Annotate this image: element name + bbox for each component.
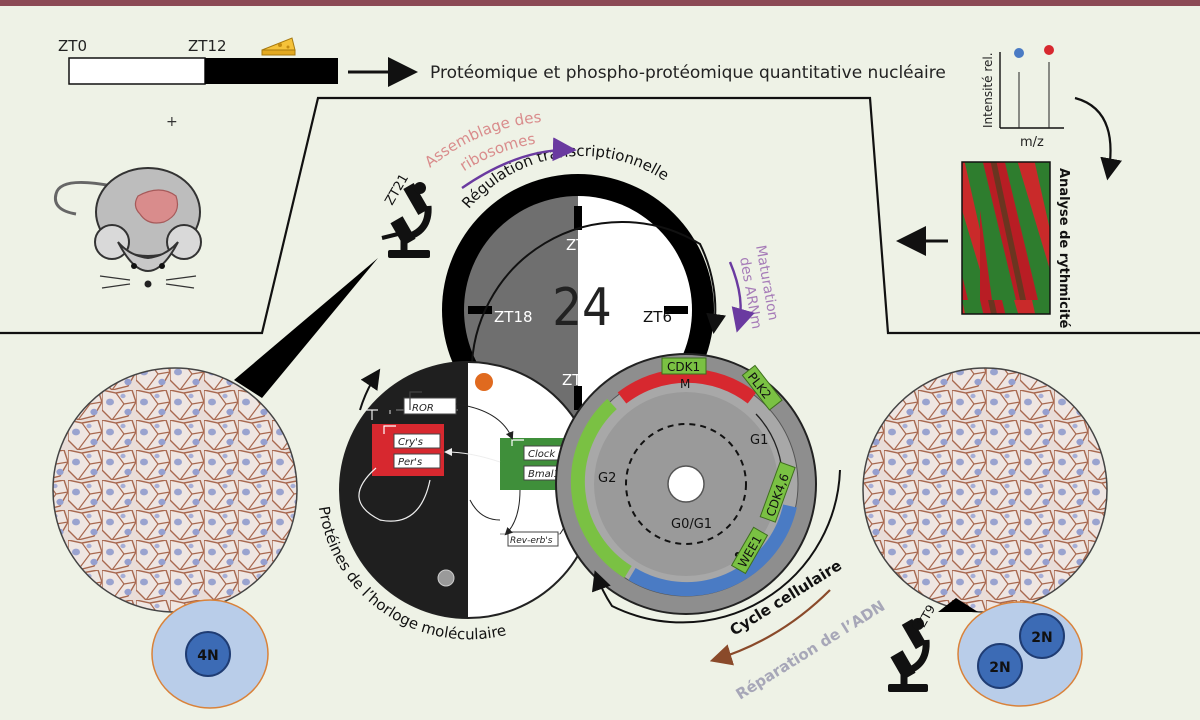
gene-reverbs: Rev-erb's bbox=[510, 536, 553, 546]
clock-to-per-arrow bbox=[444, 448, 501, 463]
rhythmicity-heatmap bbox=[961, 161, 1051, 315]
liver-icon bbox=[134, 189, 179, 224]
right-tissue-image bbox=[862, 367, 1108, 613]
blue-peak-dot bbox=[1014, 48, 1024, 58]
gene-reverb-box bbox=[507, 531, 559, 547]
dna-repair-arrow bbox=[709, 589, 831, 666]
timeline-caption: Protéomique et phospho-protéomique quant… bbox=[430, 63, 946, 83]
gene-crys: Cry's bbox=[398, 437, 423, 448]
gene-clock: Clock bbox=[528, 449, 556, 460]
left-microscope-icon: ZT21 bbox=[381, 172, 432, 258]
red-peak-dot bbox=[1044, 45, 1054, 55]
molecular-clock: ROR Cry's Per's Clock Bmal1 Rev-erb's bbox=[339, 361, 597, 619]
g0-dashed-cycle bbox=[625, 423, 747, 545]
top-band bbox=[0, 0, 1200, 6]
left-microscope-cone bbox=[234, 258, 378, 398]
phase-s-arc bbox=[628, 504, 797, 597]
right-microscope-label: ZT9 bbox=[914, 602, 938, 629]
reverb-repression bbox=[469, 499, 501, 521]
kinase-plk2-box bbox=[741, 364, 783, 411]
cell-cycle: M G1 G2 S G0/G1 CDK1 PLK2 CDK4,6 WEE1 bbox=[555, 353, 817, 615]
clock-zt12: ZT12 bbox=[562, 371, 601, 389]
timeline-dark-phase bbox=[205, 58, 338, 84]
timeline-light-phase bbox=[68, 57, 206, 85]
phase-g0g1: G0/G1 bbox=[671, 517, 712, 532]
gene-ror-box bbox=[403, 397, 457, 415]
phase-m-arc bbox=[617, 368, 757, 404]
clock-zt18: ZT18 bbox=[494, 308, 533, 326]
clock-center-24: 24 bbox=[552, 278, 612, 338]
right-microscope-icon: ZT9 bbox=[888, 602, 938, 692]
trapezoid-frame bbox=[0, 96, 1200, 335]
timeline-mid-label: ZT12 bbox=[188, 37, 227, 55]
clock-outer-arrow bbox=[470, 220, 727, 381]
clock-zt0: ZT0 bbox=[566, 236, 595, 254]
kinase-wee1-box bbox=[730, 526, 769, 575]
ms-plot: Intensité rel. m/z bbox=[981, 45, 1122, 181]
gene-bmal1: Bmal1 bbox=[528, 469, 560, 480]
ms-to-heatmap-arrow bbox=[1074, 96, 1122, 181]
kinase-cdk1-box bbox=[661, 357, 707, 375]
nucleus-2n-b: 2N bbox=[989, 660, 1010, 676]
moon-icon bbox=[437, 569, 455, 587]
heatmap: Analyse de rythmicité bbox=[896, 161, 1071, 328]
cell-2n: 2N 2N bbox=[957, 601, 1083, 707]
cell-cycle-hub bbox=[667, 465, 705, 503]
gene-per-box bbox=[393, 453, 441, 469]
gene-cry-box bbox=[393, 433, 441, 449]
heatmap-label: Analyse de rythmicité bbox=[1056, 168, 1071, 328]
mrna-arrow bbox=[728, 261, 755, 333]
cell-cycle-outer-arrow bbox=[591, 469, 841, 624]
mouse-icon: + bbox=[53, 114, 202, 289]
cell-4n: 4N bbox=[151, 599, 269, 709]
cheese-icon bbox=[261, 37, 296, 56]
plus-sign: + bbox=[166, 114, 178, 130]
left-tissue-image bbox=[52, 367, 298, 613]
phase-g2-arc bbox=[570, 398, 632, 578]
kinase-cdk1: CDK1 bbox=[667, 360, 700, 374]
clock-zt6: ZT6 bbox=[643, 308, 672, 326]
sun-icon bbox=[475, 373, 493, 391]
timeline: ZT0 ZT12 Protéomique et phospho-protéomi… bbox=[58, 37, 946, 87]
ms-ylabel: Intensité rel. bbox=[981, 52, 995, 128]
gene-ror: ROR bbox=[412, 403, 434, 414]
nucleus-2n-a: 2N bbox=[1031, 630, 1052, 646]
timeline-start-label: ZT0 bbox=[58, 37, 87, 55]
ms-xlabel: m/z bbox=[1020, 135, 1044, 150]
phase-m: M bbox=[680, 377, 690, 391]
gene-pers: Per's bbox=[398, 457, 422, 468]
clock-to-reverb-arrow bbox=[504, 489, 521, 536]
kinase-cdk46-box bbox=[759, 461, 796, 523]
right-microscope-cone bbox=[938, 598, 978, 612]
ror-to-clock-arrow bbox=[455, 403, 514, 440]
per-feedback-loop bbox=[358, 467, 431, 522]
molecular-clock-arrow bbox=[359, 368, 381, 411]
nucleus-4n: 4N bbox=[197, 648, 218, 664]
phase-g2: G2 bbox=[598, 471, 616, 486]
ribosome-arrow bbox=[461, 137, 577, 189]
phase-g1: G1 bbox=[750, 433, 768, 448]
